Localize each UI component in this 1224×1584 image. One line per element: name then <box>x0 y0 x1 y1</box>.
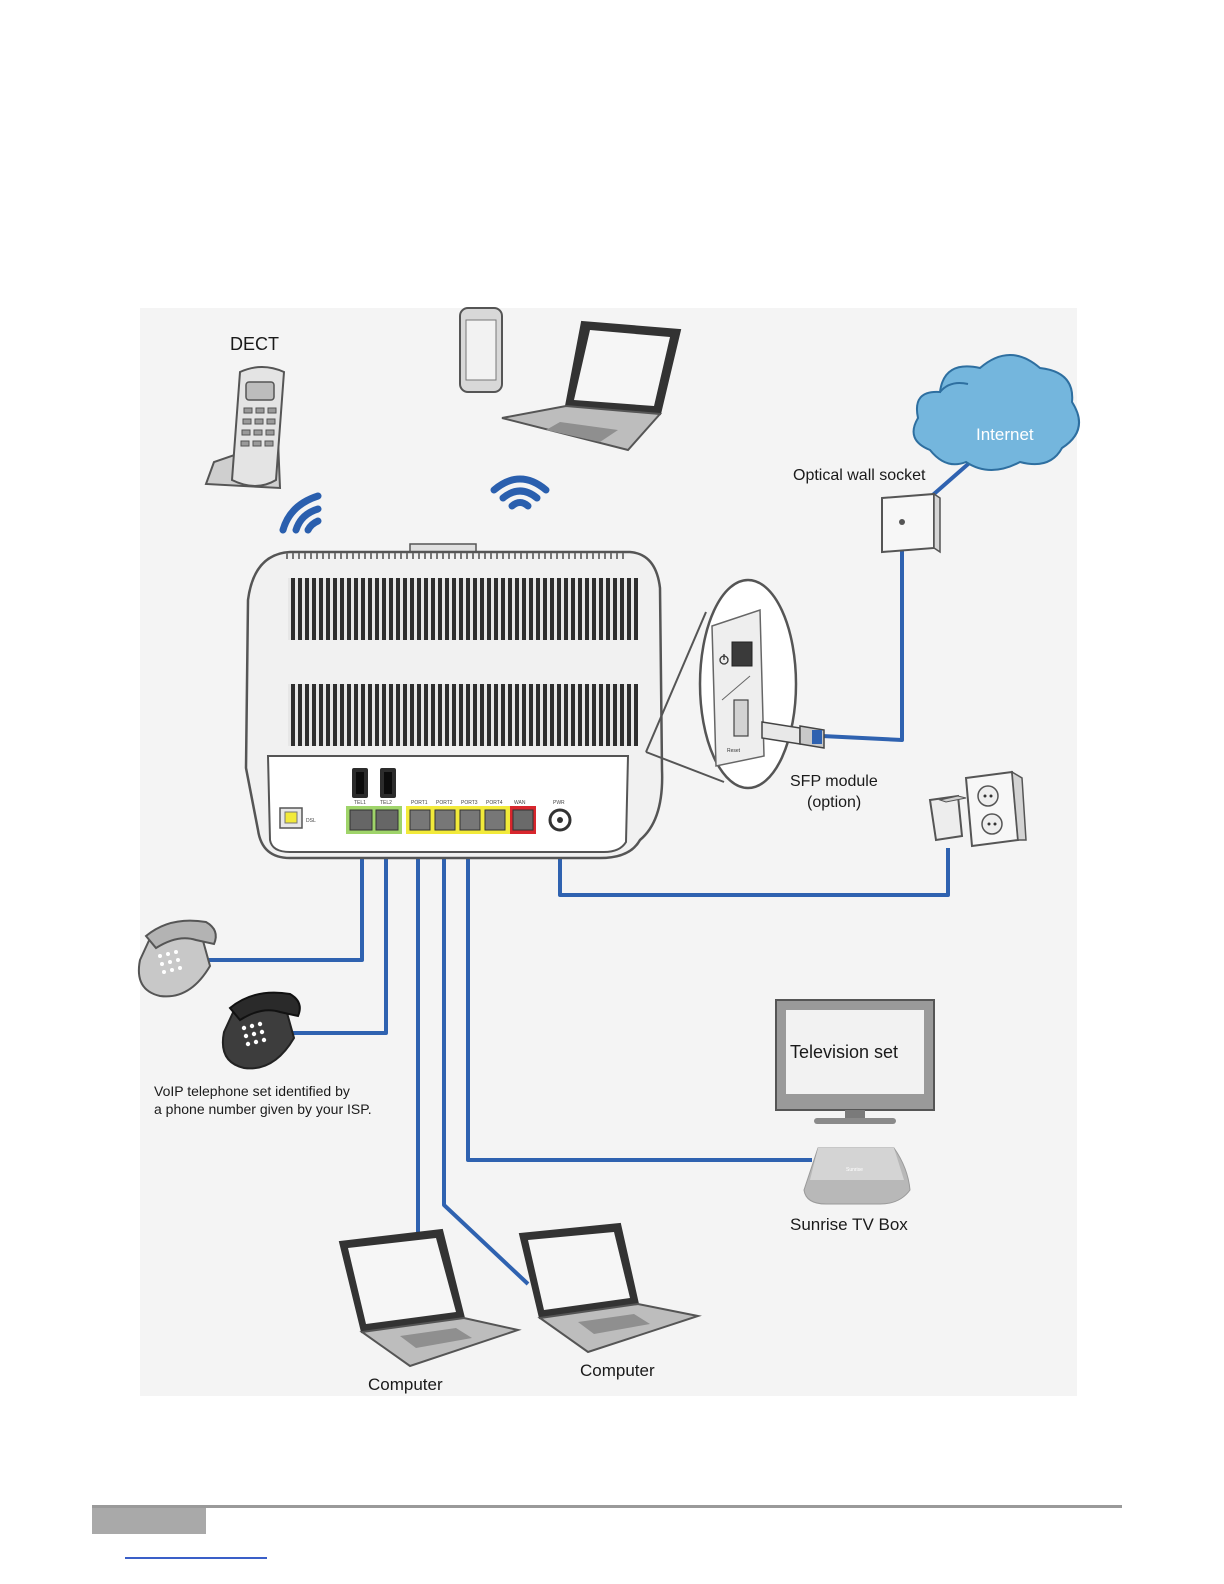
dect-label: DECT <box>230 334 279 354</box>
tv-box-brand-label: Sunrise <box>846 1167 863 1173</box>
smartphone-icon <box>460 308 502 392</box>
voip-description-line2: a phone number given by your ISP. <box>154 1101 372 1117</box>
port2-lan <box>435 810 455 830</box>
footer-link-underline[interactable] <box>125 1557 267 1559</box>
reset-label: Reset <box>727 748 741 754</box>
tel1-port <box>350 810 372 830</box>
pwr-port-label: PWR <box>553 800 565 806</box>
tel1-port-label: TEL1 <box>354 800 366 806</box>
port1-lan <box>410 810 430 830</box>
optical-wall-socket-icon <box>882 494 940 552</box>
power-outlet-icon <box>966 772 1026 846</box>
router-icon: DSL TEL1 TEL2 PORT1 PORT2 PORT3 PORT4 WA… <box>246 544 662 858</box>
port4-label: PORT4 <box>486 800 503 806</box>
sfp-slot <box>734 700 748 736</box>
tel2-port <box>376 810 398 830</box>
dsl-port-label: DSL <box>306 818 316 824</box>
sfp-module-label: SFP module <box>790 773 878 790</box>
sfp-option-label: (option) <box>807 794 861 811</box>
tel2-port-label: TEL2 <box>380 800 392 806</box>
optical-wall-socket-label: Optical wall socket <box>793 467 926 484</box>
port3-lan <box>460 810 480 830</box>
internet-label: Internet <box>976 425 1034 444</box>
voip-description-line1: VoIP telephone set identified by <box>154 1083 350 1099</box>
port1-label: PORT1 <box>411 800 428 806</box>
wan-port <box>513 810 533 830</box>
port3-label: PORT3 <box>461 800 478 806</box>
television-set-label: Television set <box>790 1042 898 1062</box>
wan-port-label: WAN <box>514 800 526 806</box>
computer-right-label: Computer <box>580 1361 655 1380</box>
footer-rule <box>92 1505 1122 1508</box>
sunrise-tv-box-label: Sunrise TV Box <box>790 1215 908 1234</box>
port2-label: PORT2 <box>436 800 453 806</box>
port4-lan <box>485 810 505 830</box>
tv-box-icon <box>804 1148 910 1204</box>
computer-left-label: Computer <box>368 1375 443 1394</box>
footer-page-tab <box>92 1508 206 1534</box>
power-switch <box>732 642 752 666</box>
television-icon <box>776 1000 934 1124</box>
